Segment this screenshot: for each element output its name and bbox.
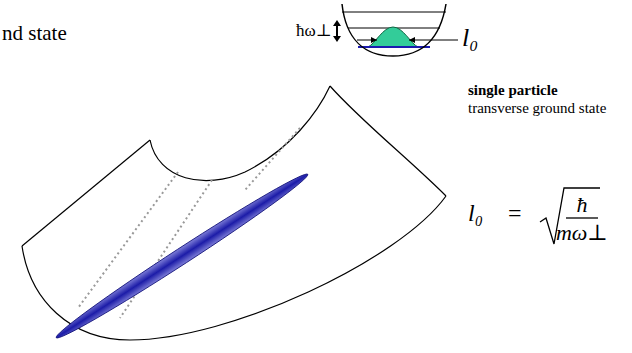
ground-level [358,46,430,48]
fraction-bar [566,217,598,218]
half-pipe [22,86,446,340]
formula-symbol: l₀ [468,200,483,226]
note-body: transverse ground state [468,100,618,117]
right-rim [330,86,446,196]
back-arc [150,86,330,181]
formula-numerator: ħ [577,193,588,217]
energy-spacing: ħω⊥ [296,22,332,41]
potential-well [333,4,458,56]
width-label: l₀ [462,24,478,53]
formula-equals: = [508,200,522,226]
left-rim [22,140,150,246]
gaussian [368,27,418,47]
heading-fragment: nd state [2,22,67,45]
atom-cloud [52,168,312,345]
formula-denominator: mω⊥ [556,221,608,245]
dotted-lines [78,128,300,318]
note-heading: single particle [468,82,558,99]
